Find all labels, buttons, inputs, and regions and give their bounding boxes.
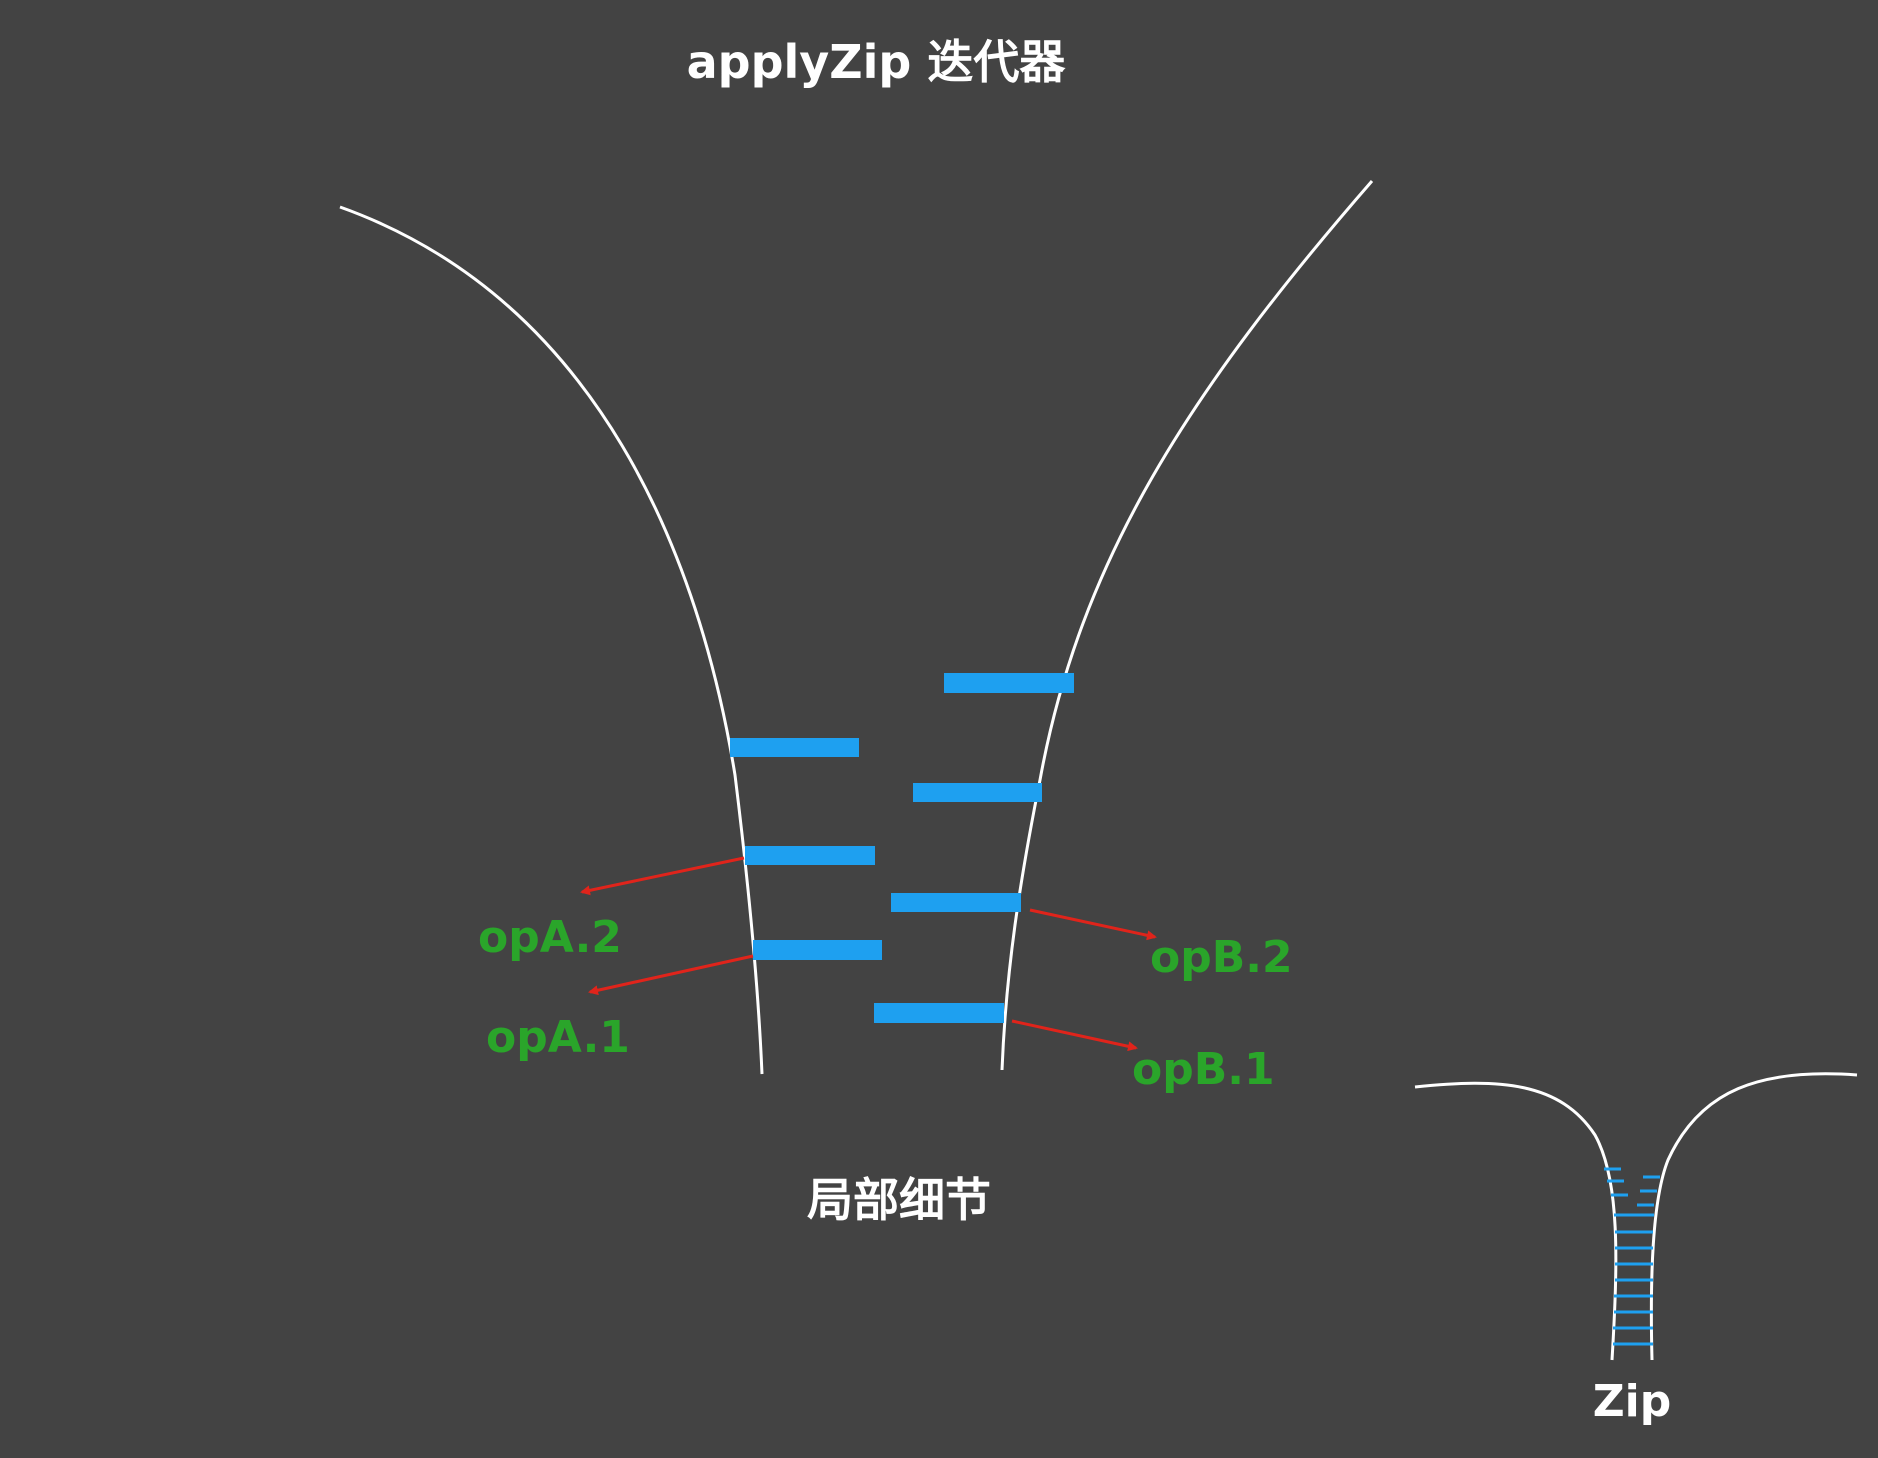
arrow-op-a1	[588, 954, 754, 996]
right-zipper-rail	[1000, 180, 1374, 1071]
zip-thumbnail	[1414, 1072, 1858, 1361]
op-b2-label: opB.2	[1150, 932, 1293, 983]
detail-caption: 局部细节	[807, 1173, 991, 1227]
right-tooth	[874, 1003, 1004, 1023]
arrow-op-a2	[580, 856, 745, 896]
op-a1-label: opA.1	[486, 1012, 630, 1063]
right-tooth	[944, 673, 1074, 693]
zip-left-rail	[1414, 1081, 1618, 1361]
arrow-op-b1	[1011, 1019, 1138, 1052]
left-tooth	[730, 738, 859, 757]
diagram-title: applyZip 迭代器	[686, 35, 1066, 89]
zip-right-rail	[1649, 1072, 1858, 1361]
left-tooth	[745, 846, 875, 865]
left-tooth	[753, 940, 882, 960]
right-tooth	[913, 783, 1042, 802]
right-tooth	[891, 893, 1021, 912]
arrow-op-b2	[1029, 908, 1157, 941]
op-a2-label: opA.2	[478, 912, 622, 963]
op-b1-label: opB.1	[1132, 1044, 1275, 1095]
zip-teeth	[1604, 1167, 1660, 1346]
zip-label: Zip	[1592, 1376, 1672, 1427]
